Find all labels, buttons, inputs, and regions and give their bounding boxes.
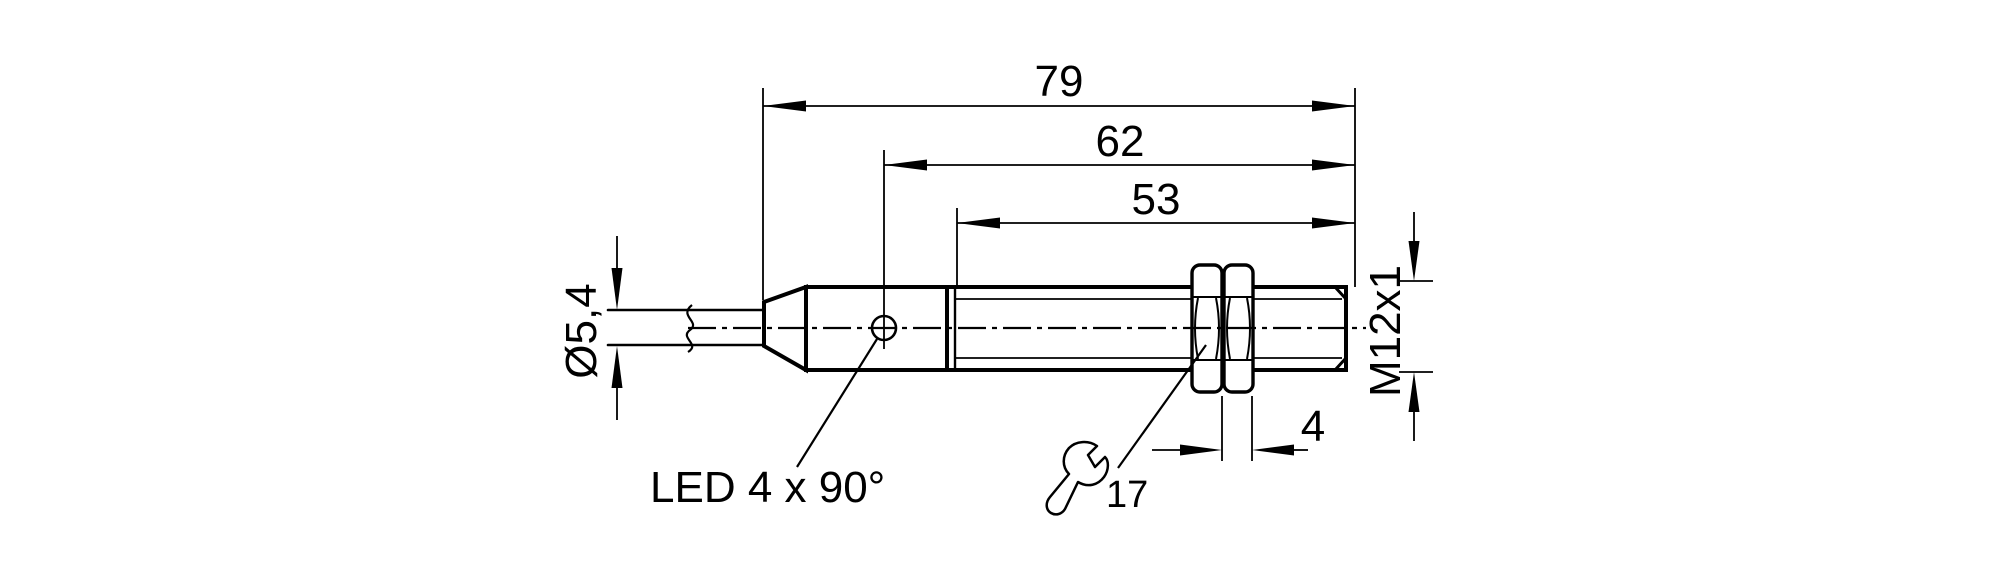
arrowhead-left: [1252, 444, 1294, 456]
arrowhead-left: [763, 100, 806, 112]
cable: [606, 304, 766, 353]
leader-line: [796, 338, 878, 468]
arrowhead-down: [611, 268, 623, 310]
dimension-thread-designation: M12x1: [1361, 212, 1433, 441]
wrench-size-label: 17: [1106, 474, 1148, 516]
dimension-thread-length: 53: [956, 175, 1355, 286]
arrowhead-up: [611, 346, 623, 388]
nut-chamfer-arc: [1226, 297, 1231, 360]
wrench-size-callout: 17: [1045, 344, 1207, 516]
led-label: LED 4 x 90°: [650, 463, 885, 512]
arrowhead-left: [957, 217, 1000, 229]
chamfer-bottom: [1333, 356, 1348, 372]
cable-break-symbol: [685, 304, 695, 353]
dimension-overall-length: 79: [762, 57, 1356, 300]
dimension-label-62: 62: [1096, 117, 1145, 166]
arrowhead-up: [1408, 372, 1420, 412]
leader-line: [1117, 344, 1207, 469]
arrowhead-left: [884, 159, 927, 171]
dimension-label-cable-diameter: Ø5,4: [557, 283, 606, 378]
dimension-label-53: 53: [1132, 175, 1181, 224]
dimension-cable-diameter: Ø5,4: [557, 236, 623, 420]
dimension-length-to-led: 62: [883, 117, 1355, 349]
arrowhead-right: [1312, 217, 1355, 229]
arrowhead-right: [1312, 159, 1355, 171]
arrowhead-right: [1312, 100, 1355, 112]
dimension-nut-thickness: 4: [1152, 396, 1325, 461]
led-callout: LED 4 x 90°: [650, 338, 885, 512]
dimension-label-thread: M12x1: [1361, 265, 1410, 397]
arrowhead-right: [1180, 444, 1222, 456]
wrench-icon: [1045, 440, 1110, 516]
dimension-label-4: 4: [1301, 402, 1325, 451]
arrowhead-down: [1408, 241, 1420, 281]
chamfer-top: [1333, 285, 1348, 301]
dimension-label-79: 79: [1035, 57, 1084, 106]
